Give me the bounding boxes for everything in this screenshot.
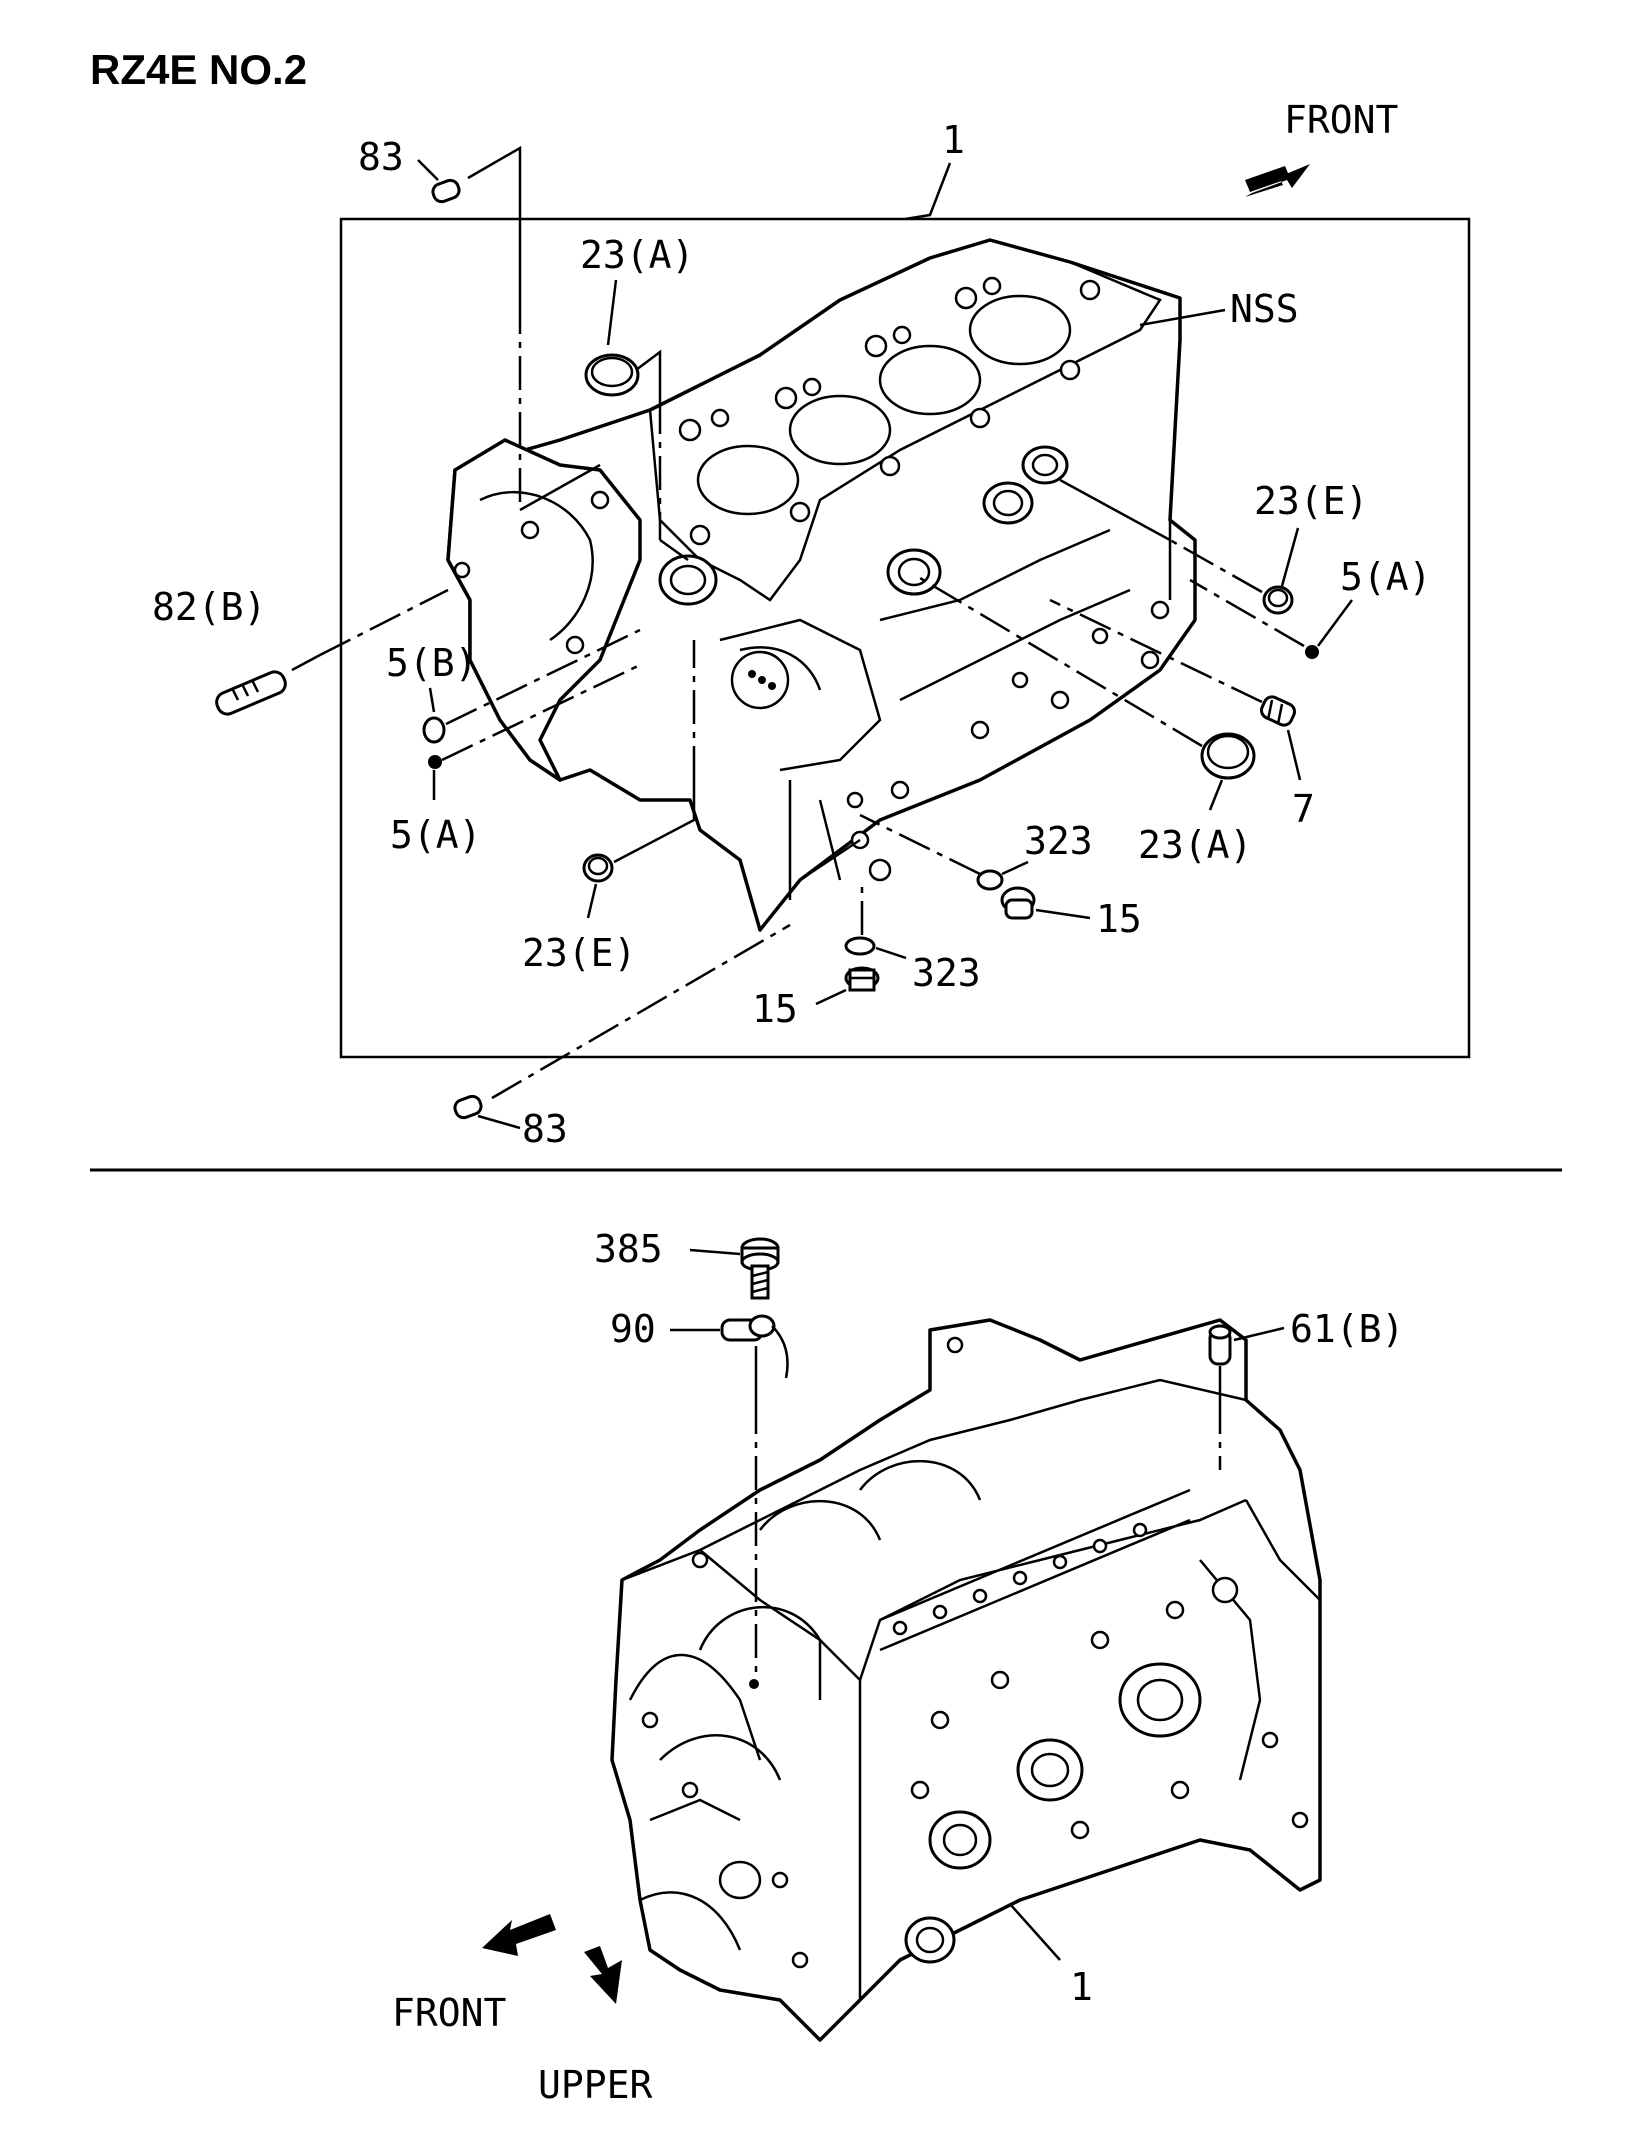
- sealing-cup-23e-left: [582, 853, 614, 883]
- label-23e-left: 23(E): [522, 931, 636, 975]
- nozzle-90: [720, 1314, 789, 1379]
- dowel-pin-83-top: [431, 178, 461, 204]
- label-part-1-upper: 1: [942, 118, 965, 162]
- front-arrow-icon-lower: [482, 1914, 556, 1956]
- upper-label: UPPER: [538, 2063, 653, 2107]
- sealing-cup-23e-right: [1262, 585, 1294, 615]
- dowel-pin-83-bottom: [453, 1094, 483, 1120]
- label-23e-right: 23(E): [1254, 479, 1368, 523]
- washer-323-lower: [844, 936, 876, 956]
- cylinder-block-upper: [446, 238, 1197, 932]
- front-arrow-icon: [1245, 164, 1310, 197]
- label-82b: 82(B): [152, 585, 266, 629]
- label-23a-right: 23(A): [1138, 823, 1252, 867]
- washer-323-upper: [976, 869, 1004, 891]
- lower-section: 385 90 61(B) 1: [392, 1227, 1404, 2107]
- upper-arrow-icon: [584, 1946, 622, 2004]
- label-323-upper: 323: [1024, 819, 1093, 863]
- label-nss: NSS: [1230, 287, 1299, 331]
- label-5b: 5(B): [386, 641, 478, 685]
- sealing-cup-23a-top: [584, 353, 640, 397]
- label-15-lower: 15: [752, 987, 798, 1031]
- plug-5b: [422, 716, 446, 744]
- label-5a-right: 5(A): [1340, 555, 1432, 599]
- label-part-1-lower: 1: [1070, 1965, 1093, 2009]
- plug-15-upper: [1000, 886, 1036, 920]
- label-323-lower: 323: [912, 951, 981, 995]
- label-5a-left: 5(A): [390, 813, 482, 857]
- cylinder-block-lower: [610, 1318, 1322, 2042]
- plug-5a-left: [428, 755, 442, 769]
- sealing-cup-23a-right: [1200, 732, 1256, 780]
- plug-15-lower: [844, 966, 880, 992]
- upper-section: FRONT 1: [152, 98, 1471, 1151]
- front-label-upper: FRONT: [1284, 98, 1398, 142]
- plug-7: [1259, 695, 1297, 727]
- diagram-title: RZ4E NO.2: [90, 46, 307, 93]
- label-83-top: 83: [358, 135, 404, 179]
- label-7: 7: [1292, 787, 1315, 831]
- front-label-lower: FRONT: [392, 1991, 506, 2035]
- label-15-upper: 15: [1096, 897, 1142, 941]
- plug-5a-right: [1305, 645, 1319, 659]
- label-83-bottom: 83: [522, 1107, 568, 1151]
- label-61b: 61(B): [1290, 1307, 1404, 1351]
- label-90: 90: [610, 1307, 656, 1351]
- stud-bolt-82b: [215, 670, 287, 716]
- label-385: 385: [594, 1227, 663, 1271]
- dowel-pin-61b: [1208, 1324, 1232, 1366]
- bolt-385: [740, 1237, 780, 1300]
- label-23a-top: 23(A): [580, 233, 694, 277]
